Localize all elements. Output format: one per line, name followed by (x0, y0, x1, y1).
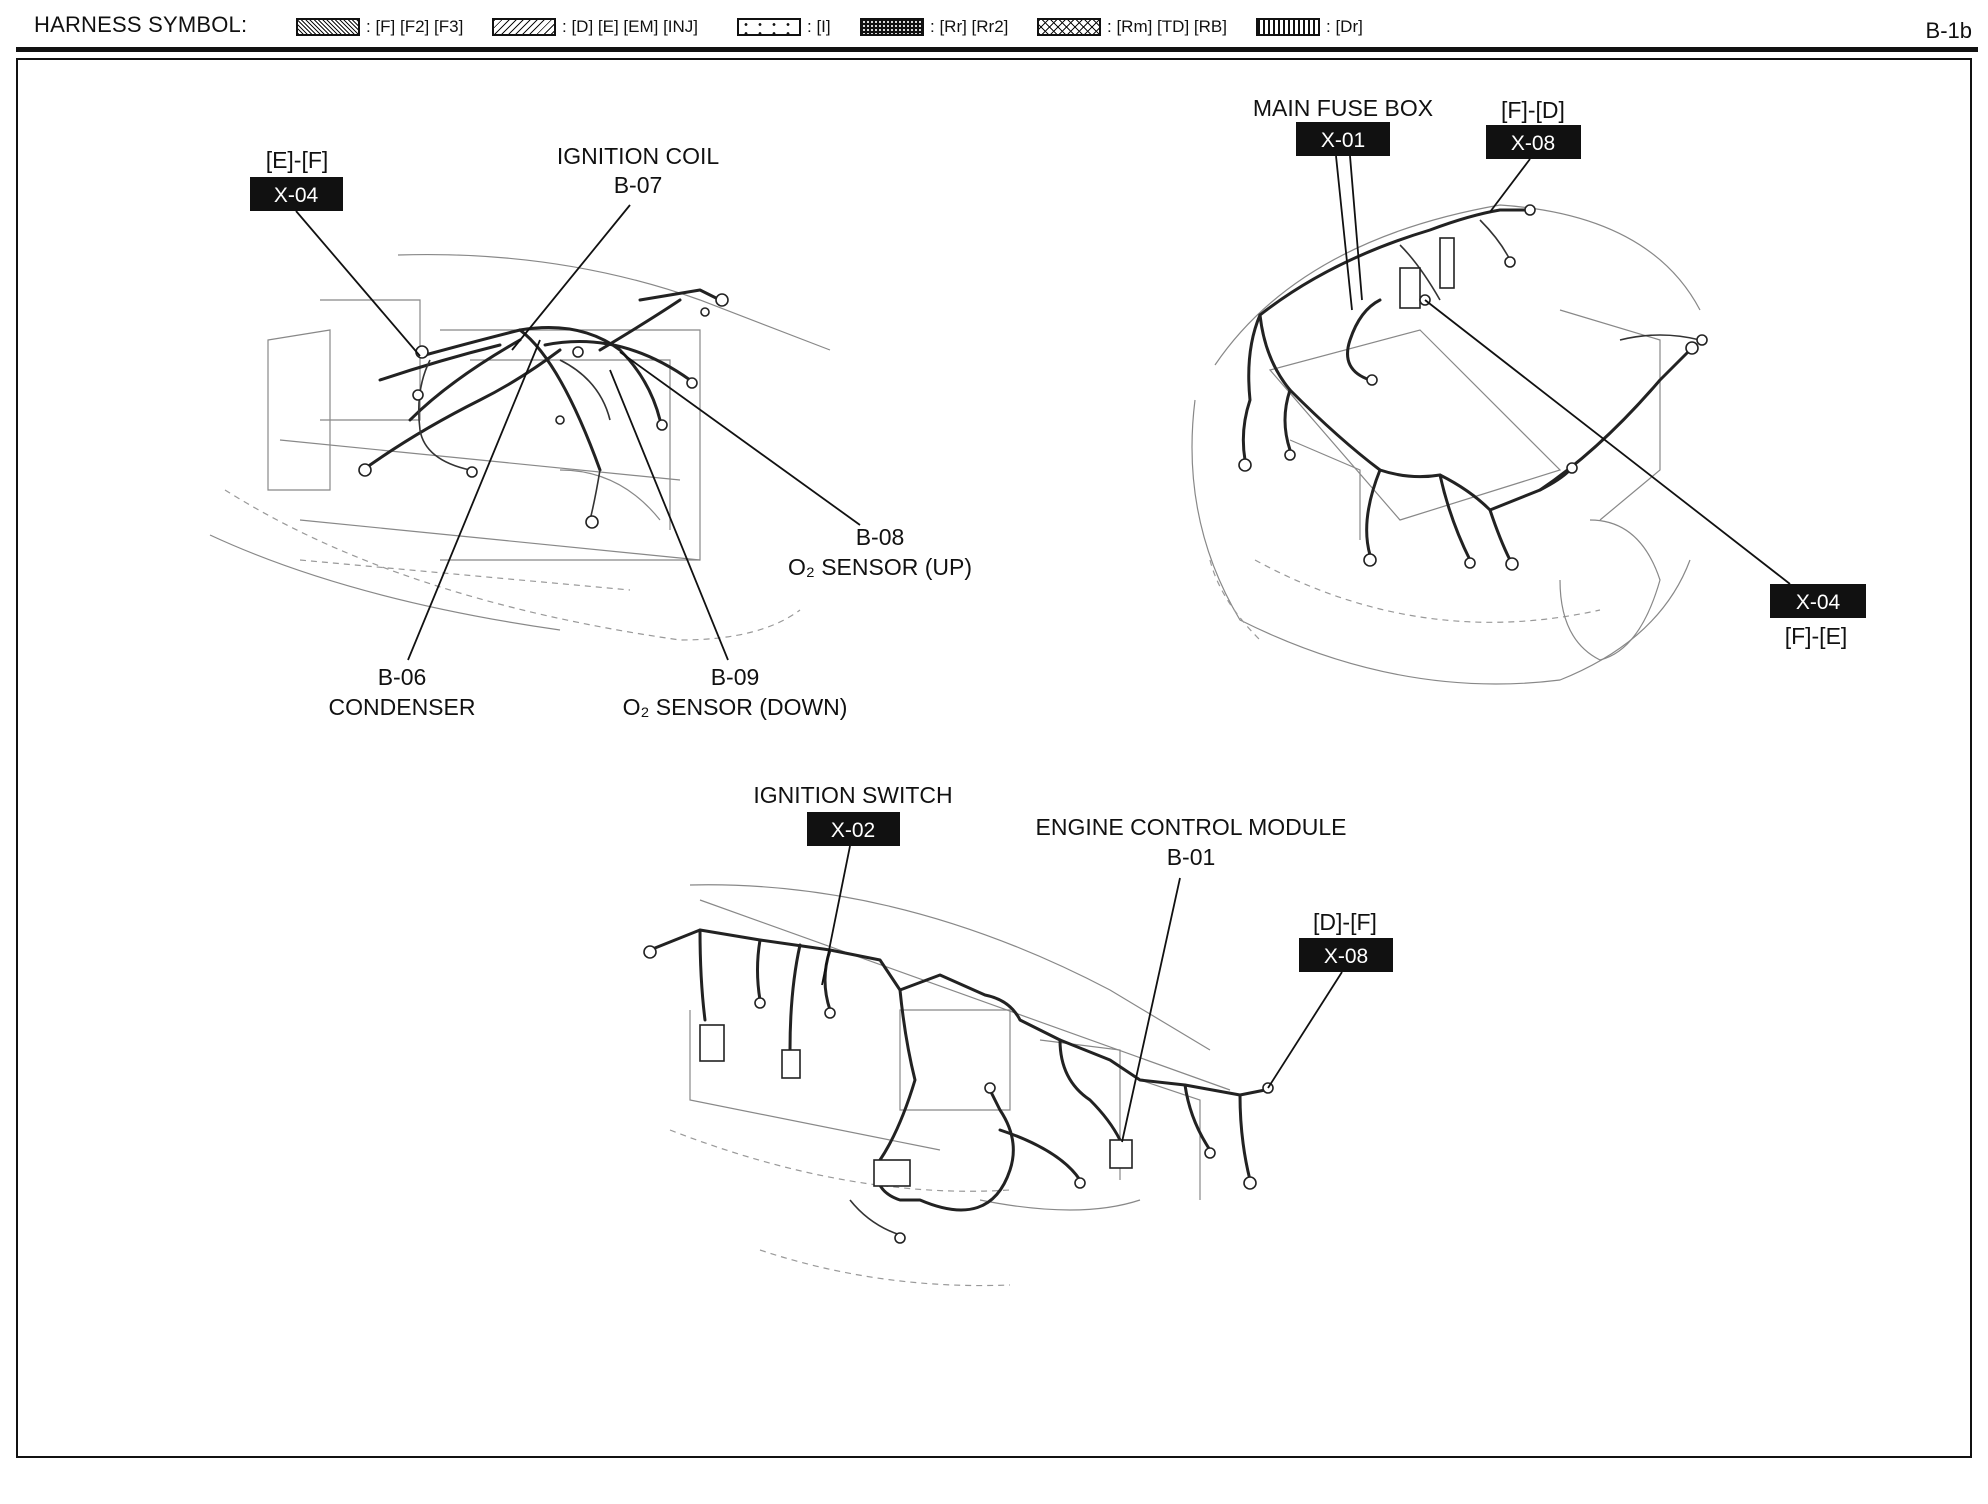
dash-x08-leader (1267, 971, 1343, 1089)
legend-swatch-sparse-dots (737, 18, 801, 36)
legend-label-Rr: : [Rr] [Rr2] (930, 17, 1009, 36)
ignition-switch-tag (807, 812, 900, 846)
legend-item-D: : [D] [E] [EM] [INJ] (492, 16, 698, 38)
diagram-frame (16, 58, 1972, 1458)
condenser-leader (407, 339, 541, 661)
bay-x04-label: [F]-[E] (1785, 623, 1848, 649)
main-fuse-box-tag (1296, 122, 1390, 156)
dash-center-module (873, 1159, 911, 1187)
engine-compartment-view: [E]-[F] X-04 IGNITION COIL B-07 B-08 O₂ … (209, 143, 972, 720)
legend-label-D: : [D] [E] [EM] [INJ] (562, 17, 699, 36)
o2-down-code: B-09 (711, 664, 760, 690)
o2-up-name: O₂ SENSOR (UP) (788, 554, 972, 580)
o2-down-leader (609, 369, 729, 661)
ignition-switch-code: X-02 (831, 819, 875, 842)
dash-x08-tag (1299, 938, 1393, 972)
ignition-coil-leader (511, 204, 631, 351)
ignition-coil-code: B-07 (614, 172, 663, 198)
legend-swatch-dense-dots (296, 18, 360, 36)
bay-x04-tag (1770, 584, 1866, 618)
ecm-leader (1121, 877, 1181, 1143)
main-fuse-box-code: X-01 (1321, 129, 1365, 152)
legend-swatch-diagonal-hatch (492, 18, 556, 36)
legend-item-F: : [F] [F2] [F3] (296, 16, 463, 38)
condenser-code: B-06 (378, 664, 427, 690)
bay-x08-tag (1486, 125, 1581, 159)
engine-x04-label: [E]-[F] (266, 147, 329, 173)
main-fuse-box-leader-b (1349, 155, 1363, 301)
bay-x04-code: X-04 (1796, 591, 1841, 614)
engine-x04-tag (250, 177, 343, 211)
o2-down-name: O₂ SENSOR (DOWN) (623, 694, 848, 720)
bay-x08-label: [F]-[D] (1501, 97, 1565, 123)
ecm-name: ENGINE CONTROL MODULE (1036, 814, 1347, 840)
dash-x08-label: [D]-[F] (1313, 909, 1377, 935)
legend-label-Dr: : [Dr] (1326, 17, 1363, 36)
engine-harness (358, 288, 729, 529)
dash-x08-code: X-08 (1324, 945, 1368, 968)
main-fuse-box-name: MAIN FUSE BOX (1253, 95, 1433, 121)
legend-swatch-cross-hatch (1037, 18, 1101, 36)
fuse-box-relay (1439, 237, 1455, 289)
bay-body-outline (1191, 204, 1701, 685)
engine-body-outline (209, 253, 831, 641)
legend-item-Rr: : [Rr] [Rr2] (860, 16, 1008, 38)
dash-connector-left (699, 1024, 725, 1062)
legend-item-Dr: : [Dr] (1256, 16, 1363, 38)
page-number: B-1b (1925, 18, 1972, 43)
bay-x08-code: X-08 (1511, 132, 1555, 155)
legend-label-I: : [I] (807, 17, 831, 36)
ignition-switch-leader (821, 845, 851, 986)
ignition-switch-name: IGNITION SWITCH (753, 782, 952, 808)
engine-x04-code: X-04 (274, 184, 319, 207)
harness-symbol-title: HARNESS SYMBOL: (34, 12, 248, 37)
ecm-connector (1109, 1139, 1133, 1169)
bay-x08-leader (1489, 158, 1531, 213)
engine-x04-leader (295, 210, 421, 357)
legend-swatch-dark-speckle (860, 18, 924, 36)
legend-item-Rm: : [Rm] [TD] [RB] (1037, 16, 1227, 38)
dashboard-harness-view: IGNITION SWITCH X-02 ENGINE CONTROL MODU… (643, 782, 1393, 1287)
header-rule (16, 47, 1978, 52)
legend-label-F: : [F] [F2] [F3] (366, 17, 464, 36)
engine-bay-top-view: MAIN FUSE BOX X-01 [F]-[D] X-08 X-04 [F]… (1191, 95, 1866, 685)
condenser-name: CONDENSER (329, 694, 476, 720)
bay-harness (1238, 204, 1708, 571)
o2-up-code: B-08 (856, 524, 905, 550)
dash-harness (643, 928, 1274, 1244)
bay-x04-leader (1424, 299, 1791, 585)
legend-swatch-vertical-bars (1256, 18, 1320, 36)
ignition-coil-name: IGNITION COIL (557, 143, 720, 169)
main-fuse-box-leader-a (1335, 155, 1353, 311)
dash-body-outline (669, 884, 1231, 1287)
legend-label-Rm: : [Rm] [TD] [RB] (1107, 17, 1227, 36)
o2-up-leader (619, 351, 861, 526)
ecm-code: B-01 (1167, 844, 1216, 870)
legend-item-I: : [I] (737, 16, 831, 38)
page-header: HARNESS SYMBOL: : [F] [F2] [F3] : [D] [E… (0, 0, 1988, 60)
